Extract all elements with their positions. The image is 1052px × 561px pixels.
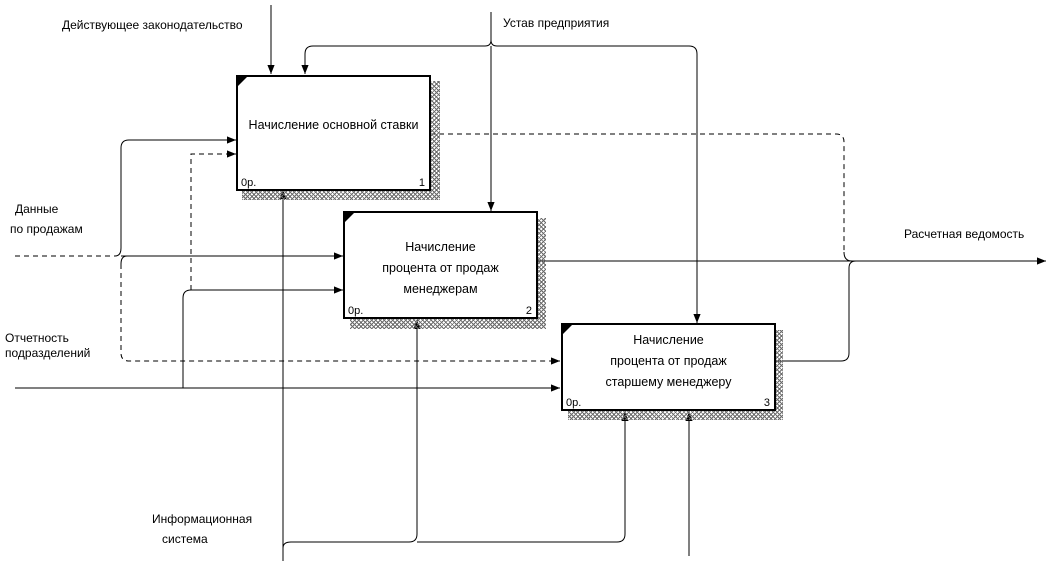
box1-op: 0p. — [241, 177, 257, 189]
box3-title-line1: Начисление — [633, 333, 704, 347]
arrow-charter-to-box3 — [497, 45, 701, 323]
activity-box-2[interactable]: Начисление процента от продаж менеджерам… — [343, 211, 538, 319]
label-sales-data-line1: Данные — [15, 202, 59, 216]
arrow-sales-bracket — [120, 136, 236, 248]
box3-op: 0p. — [566, 397, 582, 409]
label-legislation: Действующее законодательство — [62, 18, 243, 32]
label-dept-report-line2: подразделений — [5, 346, 91, 360]
box3-number: 3 — [763, 397, 770, 409]
box2-title-line3: менеджерам — [403, 282, 478, 296]
arrow-info-to-box3 — [417, 412, 629, 543]
box1-title-line1: Начисление основной ставки — [248, 118, 419, 132]
arrow-dashed-to-box1 — [190, 150, 236, 290]
box1-number: 1 — [418, 177, 425, 189]
label-info-system-line2: система — [162, 532, 208, 546]
label-sales-data-line2: по продажам — [10, 222, 83, 236]
box2-title-line1: Начисление — [405, 240, 476, 254]
box3-corner-mark — [563, 325, 572, 334]
box1-corner-mark — [238, 77, 247, 86]
arrow-box1-output — [430, 133, 845, 252]
box2-title: Начисление процента от продаж менеджерам — [345, 237, 536, 300]
arrow-sales-dashed — [120, 264, 560, 365]
arrow-charter-bracket — [484, 39, 498, 47]
arrow-output-brace — [843, 251, 857, 269]
arrow-charter-to-box1 — [301, 45, 485, 74]
arrow-info-to-box2 — [282, 320, 421, 549]
box2-title-line2: процента от продаж — [382, 261, 499, 275]
label-payroll: Расчетная ведомость — [904, 227, 1025, 241]
arrow-report-to-box2 — [182, 286, 343, 388]
arrow-sales-brace — [114, 247, 128, 265]
label-info-system-line1: Информационная — [152, 512, 253, 526]
box2-corner-mark — [345, 213, 354, 222]
box3-title: Начисление процента от продаж старшему м… — [563, 330, 774, 393]
activity-box-3[interactable]: Начисление процента от продаж старшему м… — [561, 323, 776, 411]
label-charter: Устав предприятия — [503, 16, 610, 30]
box3-title-line2: процента от продаж — [610, 354, 727, 368]
box2-number: 2 — [525, 305, 532, 317]
label-dept-report-line1: Отчетность — [5, 331, 69, 345]
activity-box-1[interactable]: Начисление основной ставки 0p. 1 — [236, 75, 431, 191]
box3-title-line3: старшему менеджеру — [605, 375, 732, 389]
arrow-box3-output — [775, 268, 850, 362]
box2-op: 0p. — [348, 305, 364, 317]
box1-title: Начисление основной ставки — [238, 115, 429, 136]
